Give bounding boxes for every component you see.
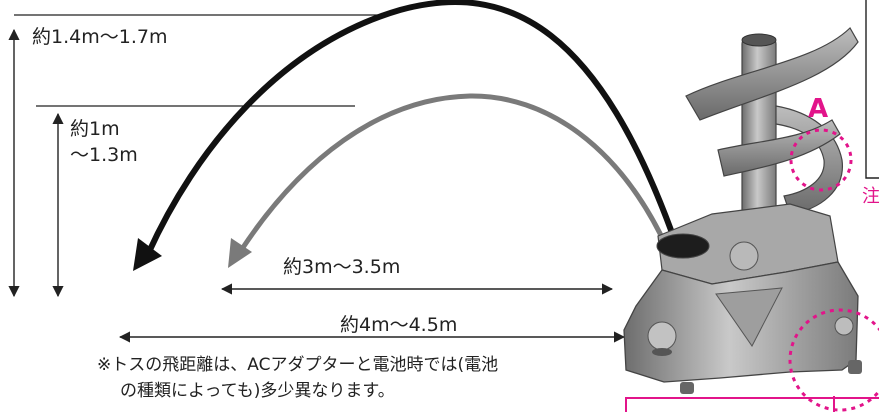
note-line-2: の種類によっても)多少異なります。	[120, 381, 395, 401]
low-toss-height-label-line2: ～1.3m	[70, 144, 138, 166]
highlight-circle-b	[788, 308, 879, 412]
high-toss-height-label: 約1.4m～1.7m	[32, 26, 168, 48]
high-toss-arc	[145, 0, 679, 257]
note-line-1: ※トスの飛距離は、ACアダプターと電池時では(電池	[97, 355, 499, 375]
cut-off-edge-text: 注	[862, 186, 879, 207]
low-toss-arc	[237, 93, 671, 255]
toss-machine-illustration	[623, 27, 862, 394]
low-toss-arrowhead	[228, 238, 252, 268]
callout-leader-bottom	[625, 396, 879, 412]
highlight-circle-a	[789, 128, 853, 192]
long-distance-label: 約4m～4.5m	[340, 314, 458, 336]
callout-box-top	[865, 0, 879, 179]
callout-mark-a: A	[808, 94, 829, 124]
low-toss-height-label-line1: 約1m	[70, 118, 120, 140]
high-toss-arrowhead	[133, 238, 162, 271]
short-distance-label: 約3m～3.5m	[283, 256, 401, 278]
